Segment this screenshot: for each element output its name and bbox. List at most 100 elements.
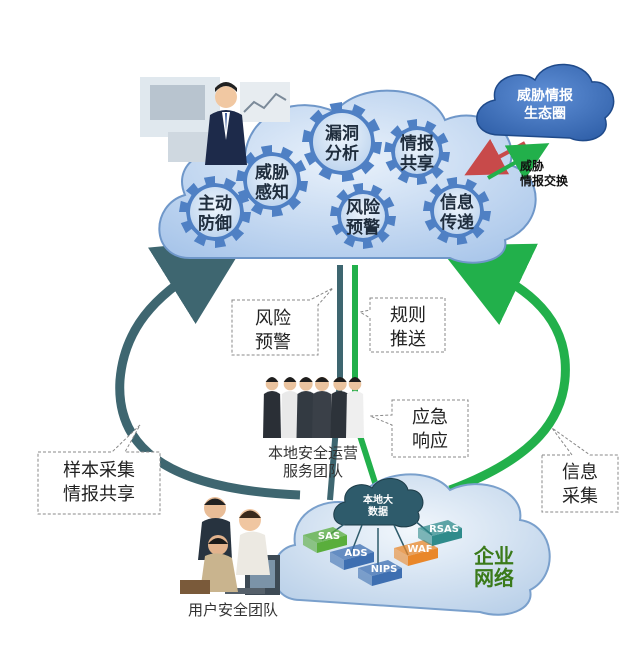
device-box-label: WAF (407, 544, 432, 555)
text-line: 传递 (439, 212, 474, 233)
text-line: 风险 (346, 197, 381, 218)
user-team-illustration (180, 497, 280, 595)
ecosystem-cloud: 威胁情报生态圈 (476, 63, 615, 142)
text-line: 预警 (346, 217, 380, 238)
text-line: 漏洞 (325, 124, 359, 144)
text-line: 情报交换 (520, 173, 569, 188)
gear-label: 信息传递 (439, 192, 474, 233)
text-line: 应急 (412, 407, 448, 428)
enterprise-network-label: 企业网络 (473, 544, 514, 590)
device-box-shape (418, 528, 432, 546)
text-line: 共享 (400, 153, 434, 174)
text-line: 规则 (390, 305, 426, 326)
text-line: 采集 (562, 486, 598, 507)
figure-part (348, 377, 362, 382)
device-box-label: NIPS (371, 564, 398, 575)
gear-face (313, 113, 371, 171)
device-box-nips: NIPS (358, 560, 402, 586)
figure-part (296, 391, 316, 438)
device-box-label: ADS (344, 548, 367, 559)
figure-part (315, 377, 329, 382)
text-line: 信息 (562, 462, 598, 483)
left-loop-arrow (115, 238, 301, 500)
enterprise-device-group: SAS ADS NIPS WAF RSAS (303, 520, 462, 586)
big-data-label: 本地大数据 (363, 493, 393, 518)
gear-3: 漏洞分析 (302, 102, 382, 182)
device-box-sas: SAS (303, 527, 347, 553)
device-box-shape (358, 560, 402, 576)
gear-face (247, 156, 297, 206)
figure-part (333, 377, 347, 382)
gear-label: 威胁感知 (255, 162, 289, 203)
figure-part (330, 391, 350, 438)
text-line: 本地安全运营 (268, 444, 358, 462)
team-member-figure (281, 377, 299, 438)
figure-part (281, 391, 299, 438)
exchange-label: 威胁情报交换 (520, 158, 569, 188)
device-box-label: SAS (318, 531, 340, 542)
device-box-shape (394, 548, 408, 566)
gear-label: 漏洞分析 (325, 124, 359, 164)
callout-emergency-response: 应急响应 (369, 399, 469, 458)
figure-part (283, 377, 297, 382)
text-line: 服务团队 (283, 462, 343, 480)
risk-warning-label: 风险预警 (255, 308, 291, 353)
device-box-shape (372, 568, 402, 586)
text-line: 感知 (255, 182, 289, 203)
gear-6: 信息传递 (423, 177, 491, 245)
team-member-figure (346, 377, 364, 438)
device-box-shape (344, 552, 374, 570)
text-line: 预警 (255, 332, 291, 353)
text-line: 信息 (440, 192, 474, 213)
gear-4: 风险预警 (330, 183, 396, 249)
text-line: 本地大 (363, 493, 393, 506)
text-line: 防御 (198, 213, 232, 234)
gear-face (395, 130, 439, 174)
device-box-shape (317, 535, 347, 553)
device-box-ads: ADS (330, 544, 374, 570)
emergency-response-label: 应急响应 (412, 407, 448, 452)
figure-part (312, 391, 332, 438)
callout-sample-collection: 样本采集情报共享 (37, 424, 161, 515)
text-line: 企业 (473, 544, 514, 568)
callout-rule-push: 规则推送 (358, 297, 446, 353)
device-box-shape (303, 527, 347, 543)
sample-collection-label: 样本采集情报共享 (63, 460, 135, 505)
figure-part (299, 377, 313, 382)
text-line: 情报 (400, 133, 434, 154)
rule-push-label: 规则推送 (390, 305, 426, 350)
businessman-illustration (140, 77, 290, 165)
gear-label: 风险预警 (346, 197, 381, 238)
text-line: 网络 (474, 566, 514, 590)
text-line: 威胁情报 (517, 87, 573, 104)
gear-2: 威胁感知 (236, 145, 308, 217)
device-box-shape (432, 528, 462, 546)
text-line: 风险 (255, 308, 291, 329)
text-line: 数据 (368, 505, 388, 518)
local-team-illustration (263, 377, 364, 438)
team-member-figure (312, 377, 332, 438)
info-collection-label: 信息采集 (562, 462, 598, 507)
device-box-shape (330, 552, 344, 570)
figure-part (263, 391, 281, 438)
user-team-label: 用户安全团队 (188, 601, 278, 619)
text-line: 推送 (390, 329, 426, 350)
gear-label: 主动防御 (198, 193, 232, 234)
ecosystem-cloud-label: 威胁情报生态圈 (517, 87, 573, 122)
device-box-label: RSAS (429, 524, 459, 535)
figure-part (265, 377, 279, 382)
device-box-shape (394, 540, 438, 556)
text-line: 主动 (198, 193, 232, 214)
text-line: 样本采集 (63, 460, 135, 481)
team-member-figure (330, 377, 350, 438)
gear-1: 主动防御 (179, 176, 251, 248)
device-box-shape (408, 548, 438, 566)
callout-info-collection: 信息采集 (541, 427, 619, 513)
text-line: 分析 (325, 143, 359, 164)
text-line: 威胁 (520, 158, 544, 173)
device-box-shape (303, 535, 317, 553)
gear-face (341, 194, 385, 238)
local-team-label: 本地安全运营服务团队 (268, 444, 358, 480)
